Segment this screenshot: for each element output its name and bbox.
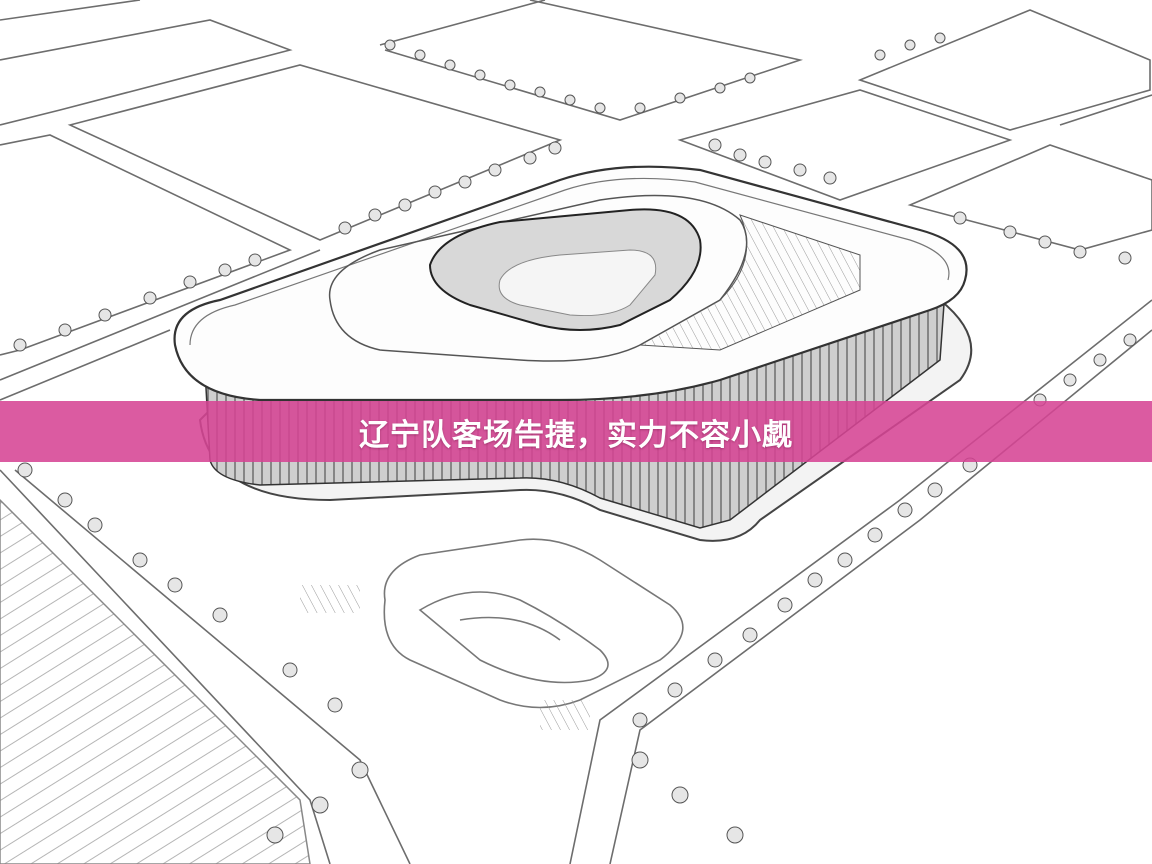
stadium-bowl-outer xyxy=(328,194,748,362)
tree-row-left xyxy=(13,141,562,352)
title-banner: 辽宁队客场告捷，实力不容小觑 xyxy=(0,401,1152,462)
plaza xyxy=(383,538,684,709)
roof-louvers xyxy=(638,214,861,351)
crosswalk xyxy=(540,700,590,730)
crosswalk xyxy=(300,585,360,613)
field-area xyxy=(0,498,311,864)
tree-row-right xyxy=(708,138,1137,407)
pitch xyxy=(498,249,657,316)
tree-row-diagonal-left xyxy=(17,462,369,844)
tree-row-top xyxy=(384,32,946,114)
headline-title: 辽宁队客场告捷，实力不容小觑 xyxy=(359,417,793,453)
